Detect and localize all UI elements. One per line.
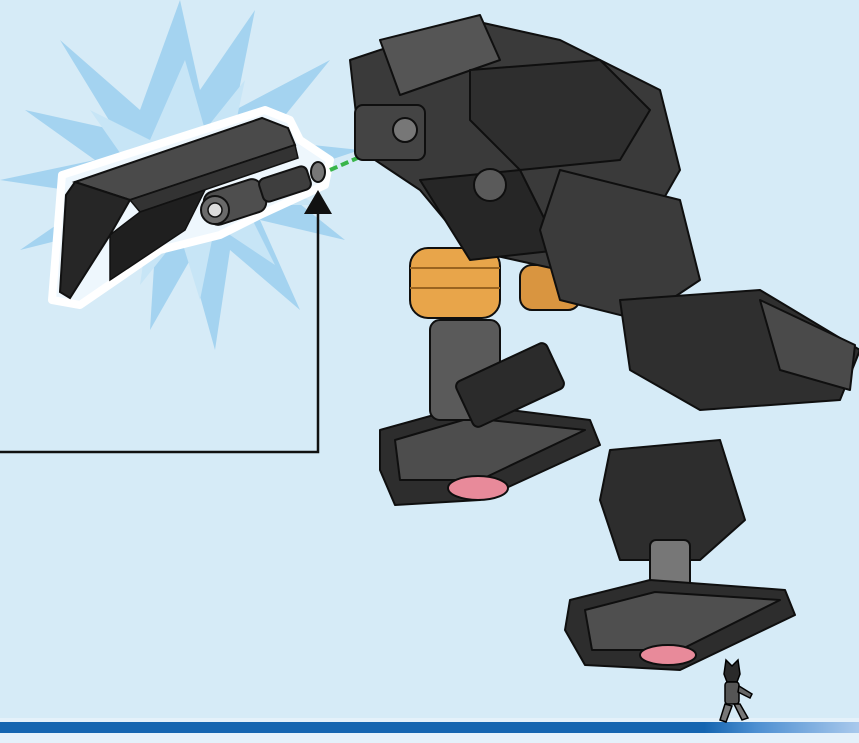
minifigure-icon xyxy=(720,660,752,722)
robot-mech-model xyxy=(350,15,859,670)
